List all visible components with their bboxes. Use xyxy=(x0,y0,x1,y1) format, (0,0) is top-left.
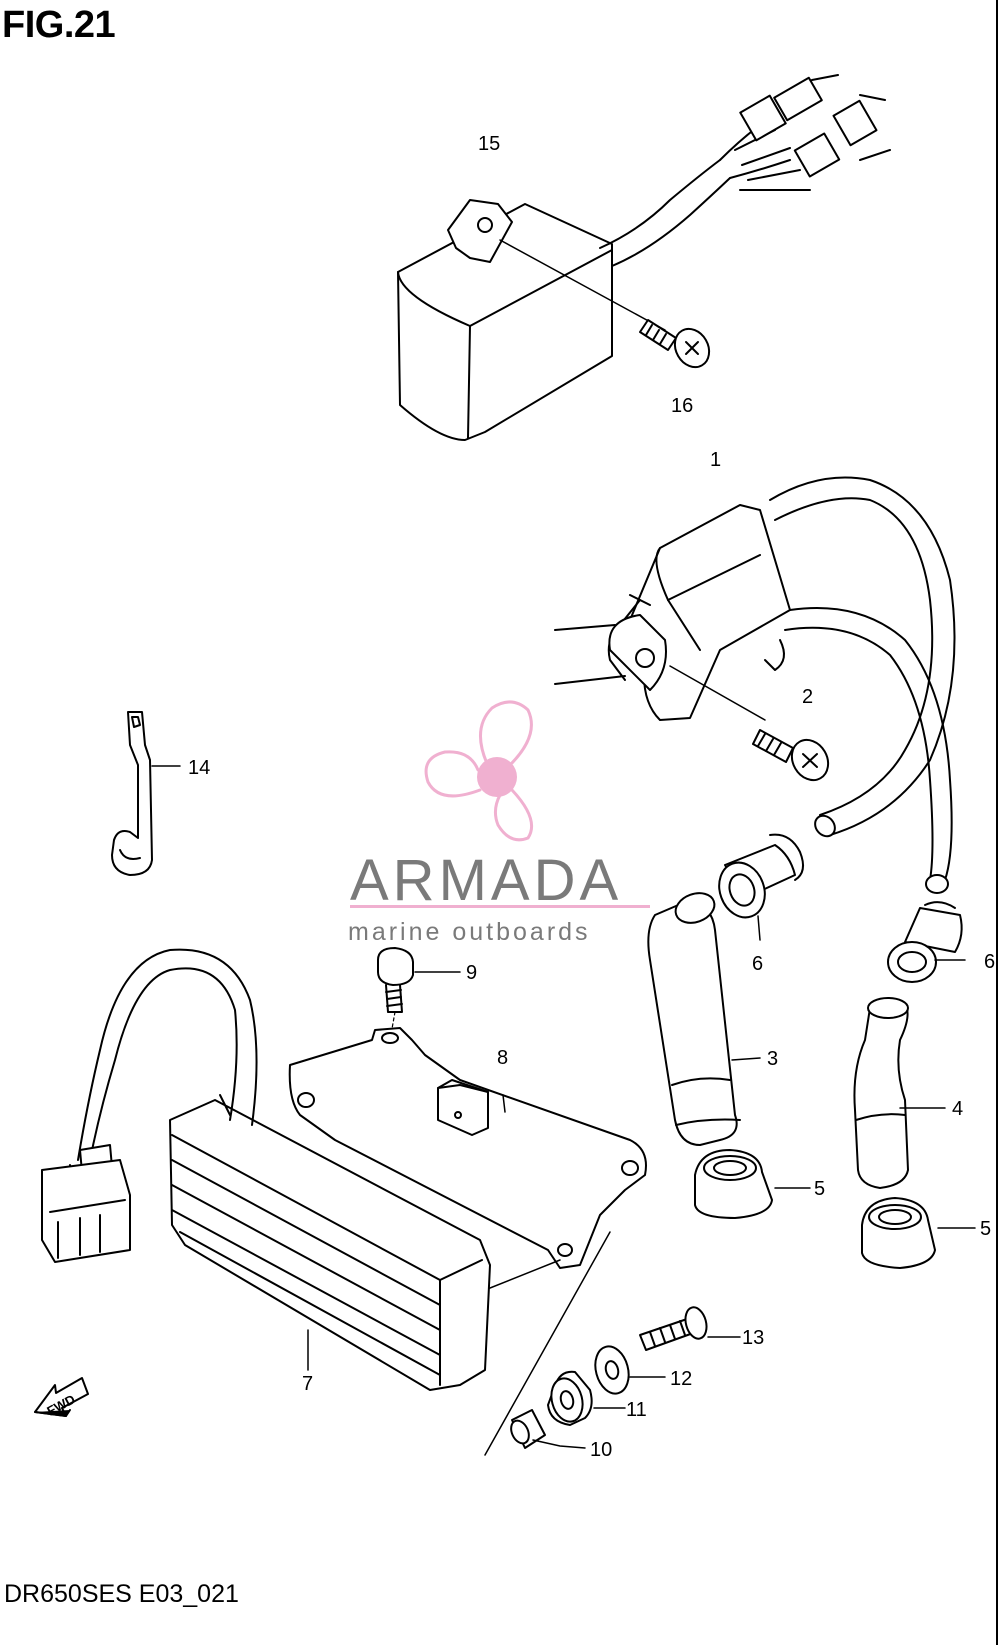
callout-11: 9 xyxy=(466,962,477,984)
callout-6b: 6 xyxy=(984,951,995,973)
callout-5b: 5 xyxy=(980,1218,991,1240)
watermark-underline xyxy=(350,905,650,908)
part-1-ignition-coil xyxy=(554,476,956,894)
part-6-plug-cap-b xyxy=(887,901,966,983)
part-16-clamp xyxy=(111,711,181,876)
part-10-bracket xyxy=(288,1027,647,1456)
callout-15: 13 xyxy=(742,1327,764,1349)
page-border xyxy=(996,0,998,1645)
callout-6a: 6 xyxy=(752,953,763,975)
callout-4: 4 xyxy=(952,1098,963,1120)
part-11-bolt xyxy=(377,947,461,1041)
watermark-tagline: marine outboards xyxy=(348,918,591,946)
callout-8: 16 xyxy=(671,395,693,417)
callout-2: 2 xyxy=(802,686,813,708)
part-9-regulator-rectifier xyxy=(41,948,491,1391)
propeller-icon xyxy=(424,700,533,842)
fwd-direction-arrow xyxy=(34,1377,89,1417)
callout-7: 15 xyxy=(478,133,500,155)
callout-9: 7 xyxy=(302,1373,313,1395)
part-8-screw xyxy=(639,319,711,369)
callout-13: 11 xyxy=(626,1399,647,1421)
figure-title: FIG.21 xyxy=(2,4,116,46)
part-14-washer xyxy=(594,1345,666,1395)
part-3-spark-plug-cap xyxy=(647,892,761,1146)
part-5-boot-b xyxy=(861,1197,976,1269)
callout-1: 1 xyxy=(710,449,721,471)
part-15-bolt xyxy=(639,1306,741,1351)
callout-10: 8 xyxy=(497,1047,508,1069)
callout-16: 14 xyxy=(188,757,210,779)
part-2-screw xyxy=(752,729,830,782)
part-13-grommet xyxy=(547,1370,626,1426)
part-4-spark-plug-cap xyxy=(853,997,946,1189)
callout-14: 12 xyxy=(670,1368,692,1390)
part-7-cdi-unit xyxy=(397,74,891,441)
model-code: DR650SES E03_021 xyxy=(4,1580,239,1608)
part-12-collar xyxy=(510,1409,586,1449)
callout-3: 3 xyxy=(767,1048,778,1070)
callout-12: 10 xyxy=(590,1439,612,1461)
part-6-plug-cap-a xyxy=(718,833,805,941)
part-5-boot-a xyxy=(694,1149,811,1219)
watermark-brand: ARMADA xyxy=(350,848,622,913)
fwd-label: FWD xyxy=(44,1391,77,1418)
callout-5a: 5 xyxy=(814,1178,825,1200)
